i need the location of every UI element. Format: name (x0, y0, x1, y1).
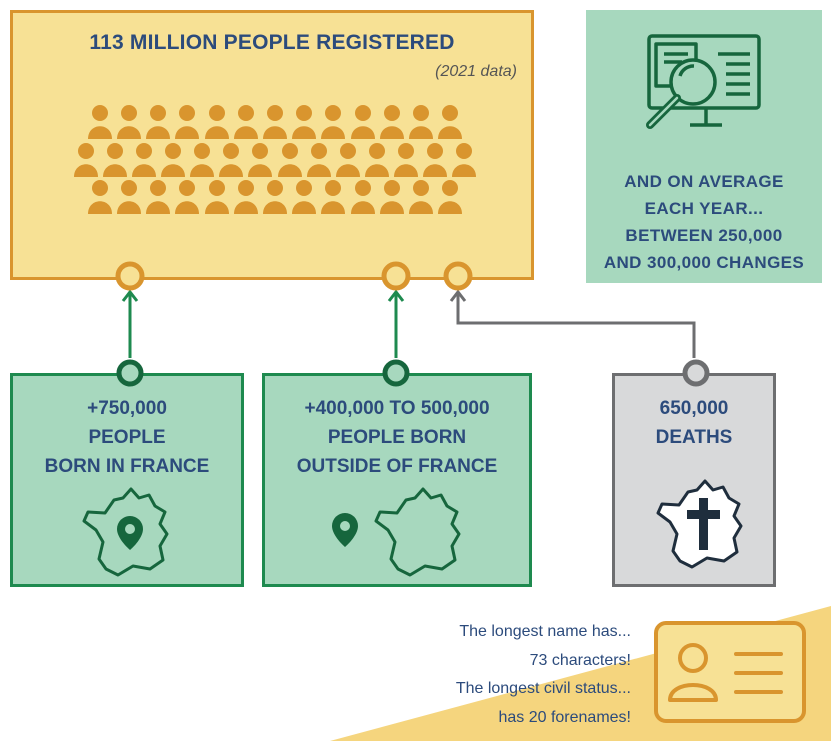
updates-line: AND 300,000 CHANGES (603, 253, 805, 272)
deaths-line: DEATHS (655, 427, 733, 448)
born-in-france-line: +750,000 (87, 398, 167, 419)
updates-line: EACH YEAR... (644, 199, 764, 218)
person-icon (190, 143, 214, 177)
fun-fact-line: The longest civil status... (455, 680, 631, 697)
born-outside-france-line: PEOPLE BORN (327, 427, 467, 448)
person-icon (117, 105, 141, 139)
person-icon (88, 180, 112, 214)
pin-outside-france-icon (332, 487, 461, 577)
id-card-icon (654, 621, 806, 723)
person-icon (161, 143, 185, 177)
person-icon (351, 105, 375, 139)
person-icon (146, 180, 170, 214)
person-icon (205, 180, 229, 214)
person-icon (103, 143, 127, 177)
fun-fact-line: 73 characters! (529, 651, 631, 669)
person-icon (175, 105, 199, 139)
person-icon (380, 105, 404, 139)
connector-ring (116, 359, 144, 387)
person-icon (307, 143, 331, 177)
person-icon (263, 105, 287, 139)
person-icon (423, 143, 447, 177)
person-icon (292, 180, 316, 214)
deaths-panel: 650,000 DEATHS (612, 359, 776, 587)
connector-ring (382, 359, 410, 387)
connector-ring (682, 359, 710, 387)
deaths-text: 650,000 DEATHS (615, 394, 773, 452)
person-icon (263, 180, 287, 214)
person-icon (336, 143, 360, 177)
registered-note: (2021 data) (435, 63, 517, 80)
person-icon (452, 143, 476, 177)
born-in-france-line: PEOPLE (88, 427, 166, 448)
born-outside-france-text: +400,000 TO 500,000 PEOPLE BORN OUTSIDE … (265, 394, 529, 481)
updates-panel: AND ON AVERAGE EACH YEAR... BETWEEN 250,… (586, 10, 822, 283)
person-icon (74, 143, 98, 177)
person-icon (219, 143, 243, 177)
fun-facts: The longest name has... 73 characters! T… (456, 618, 631, 732)
person-icon (438, 180, 462, 214)
person-icon (175, 180, 199, 214)
registered-panel: 113 MILLION PEOPLE REGISTERED (2021 data… (10, 10, 534, 280)
person-icon (394, 143, 418, 177)
deaths-line: 650,000 (659, 398, 729, 419)
updates-line: AND ON AVERAGE (624, 172, 784, 191)
monitor-magnifier-icon (646, 34, 761, 129)
person-icon (248, 143, 272, 177)
person-icon (409, 180, 433, 214)
person-icon (234, 180, 258, 214)
person-icon (409, 105, 433, 139)
born-outside-france-line: OUTSIDE OF FRANCE (296, 456, 498, 477)
person-icon (88, 105, 112, 139)
updates-text: AND ON AVERAGE EACH YEAR... BETWEEN 250,… (586, 168, 822, 276)
person-icon (132, 143, 156, 177)
person-icon (438, 105, 462, 139)
person-icon (321, 105, 345, 139)
person-icon (351, 180, 375, 214)
france-map-pin-icon (82, 487, 169, 577)
person-icon (205, 105, 229, 139)
person-icon (365, 143, 389, 177)
born-in-france-line: BORN IN FRANCE (44, 456, 210, 477)
people-crowd-icon (74, 105, 476, 214)
born-in-france-panel: +750,000 PEOPLE BORN IN FRANCE (10, 359, 244, 587)
person-icon (321, 180, 345, 214)
registered-title: 113 MILLION PEOPLE REGISTERED (89, 31, 455, 54)
born-outside-france-line: +400,000 TO 500,000 (304, 398, 490, 419)
person-icon (117, 180, 141, 214)
person-icon (380, 180, 404, 214)
person-icon (278, 143, 302, 177)
born-in-france-text: +750,000 PEOPLE BORN IN FRANCE (13, 394, 241, 481)
fun-fact-line: The longest name has... (459, 623, 631, 640)
france-map-cross-icon (656, 479, 743, 569)
born-outside-france-panel: +400,000 TO 500,000 PEOPLE BORN OUTSIDE … (262, 359, 532, 587)
fun-fact-line: has 20 forenames! (498, 708, 631, 726)
person-icon (146, 105, 170, 139)
person-icon (292, 105, 316, 139)
person-icon (234, 105, 258, 139)
updates-line: BETWEEN 250,000 (625, 226, 783, 245)
